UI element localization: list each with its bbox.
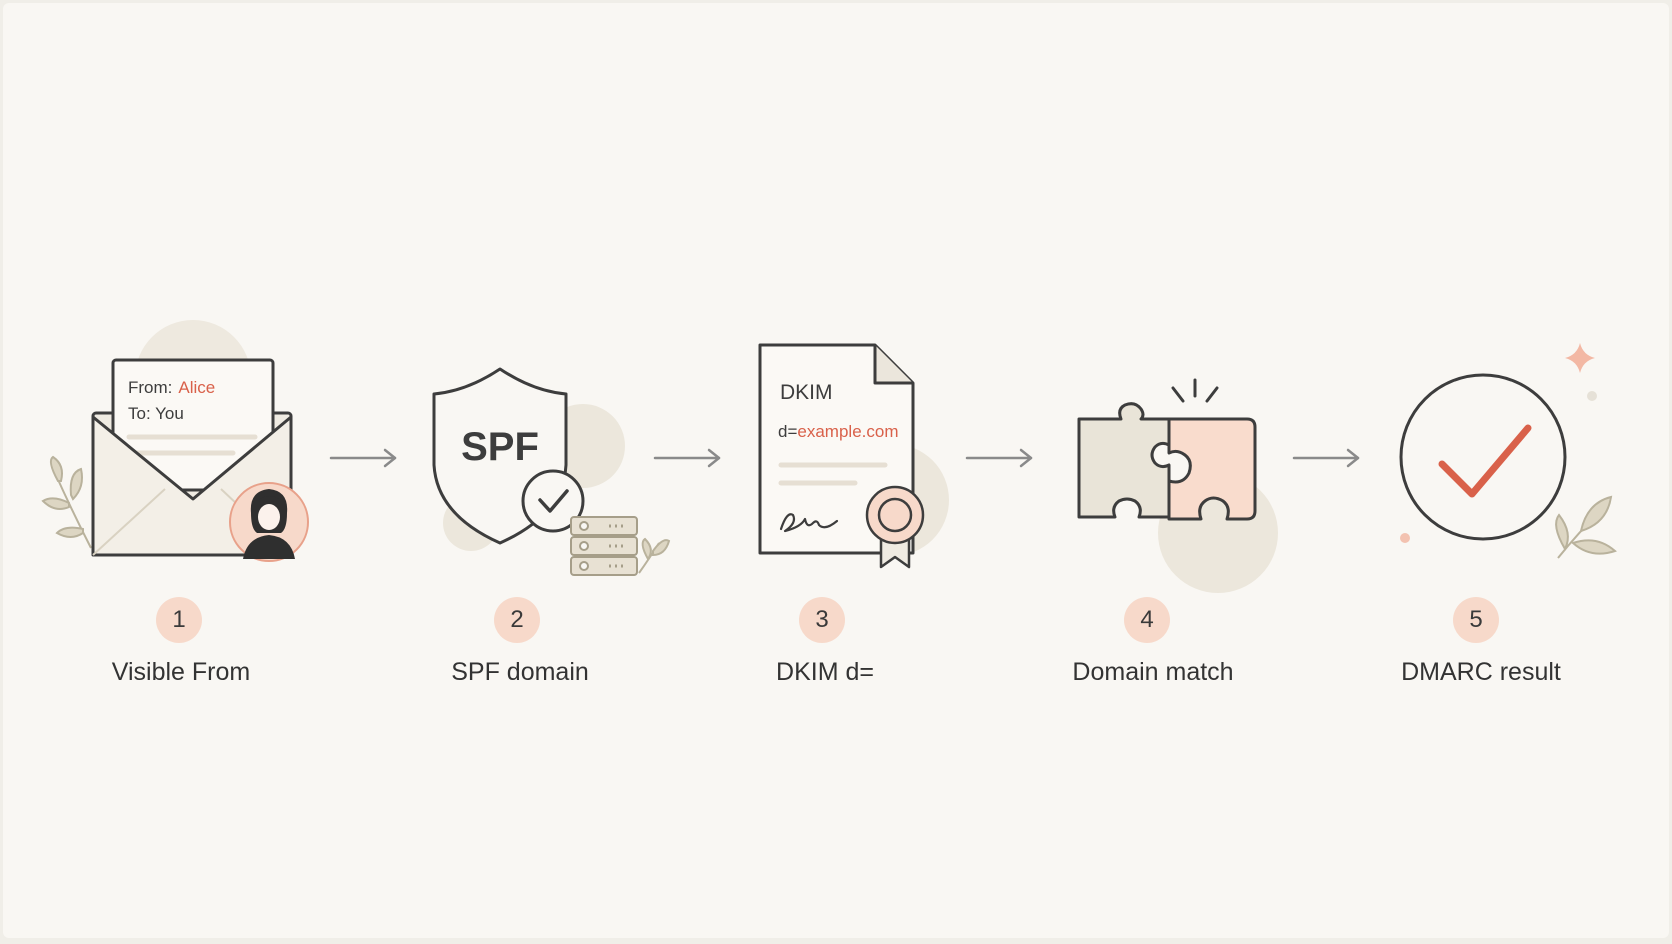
certificate-title: DKIM [780, 381, 833, 404]
arrow-icon [1292, 448, 1360, 468]
arrow-icon [965, 448, 1033, 468]
checkmark-circle-icon [1399, 343, 1617, 559]
arrow-icon [653, 448, 721, 468]
step-number-badge: 2 [494, 597, 540, 643]
server-stack-icon [570, 516, 638, 576]
puzzle-icon [1077, 378, 1278, 593]
certificate-icon: DKIM d=example.com [758, 343, 949, 569]
svg-text:d=example.com: d=example.com [778, 422, 899, 441]
step-number-badge: 5 [1453, 597, 1499, 643]
leaf-sprig-icon [1555, 495, 1617, 559]
flow-diagram: From:Alice To: You S [3, 3, 1669, 938]
to-line: To: You [128, 404, 184, 423]
step-number-badge: 1 [156, 597, 202, 643]
step-label: DKIM d= [776, 658, 874, 686]
envelope-icon: From: Alice To: You [41, 320, 309, 562]
step-label: Domain match [1072, 658, 1234, 686]
shield-icon: SPF [432, 367, 671, 576]
arrow-icon [329, 448, 397, 468]
from-label: From: [128, 378, 172, 397]
avatar [229, 482, 309, 562]
shield-label: SPF [461, 425, 539, 469]
leaf-sprig-icon [41, 455, 92, 549]
dkim-domain: example.com [797, 422, 898, 441]
step-number-badge: 3 [799, 597, 845, 643]
step-label: SPF domain [451, 658, 589, 686]
from-value: Alice [178, 378, 215, 397]
sparkle-icon [1565, 343, 1595, 373]
svg-text:From:Alice: From: Alice [128, 378, 215, 397]
step-label: Visible From [111, 658, 251, 686]
dkim-key-label: d= [778, 422, 797, 441]
diagram-illustrations: From:Alice To: You S [41, 320, 1617, 593]
step-number-badge: 4 [1124, 597, 1170, 643]
step-label: DMARC result [1401, 658, 1561, 686]
